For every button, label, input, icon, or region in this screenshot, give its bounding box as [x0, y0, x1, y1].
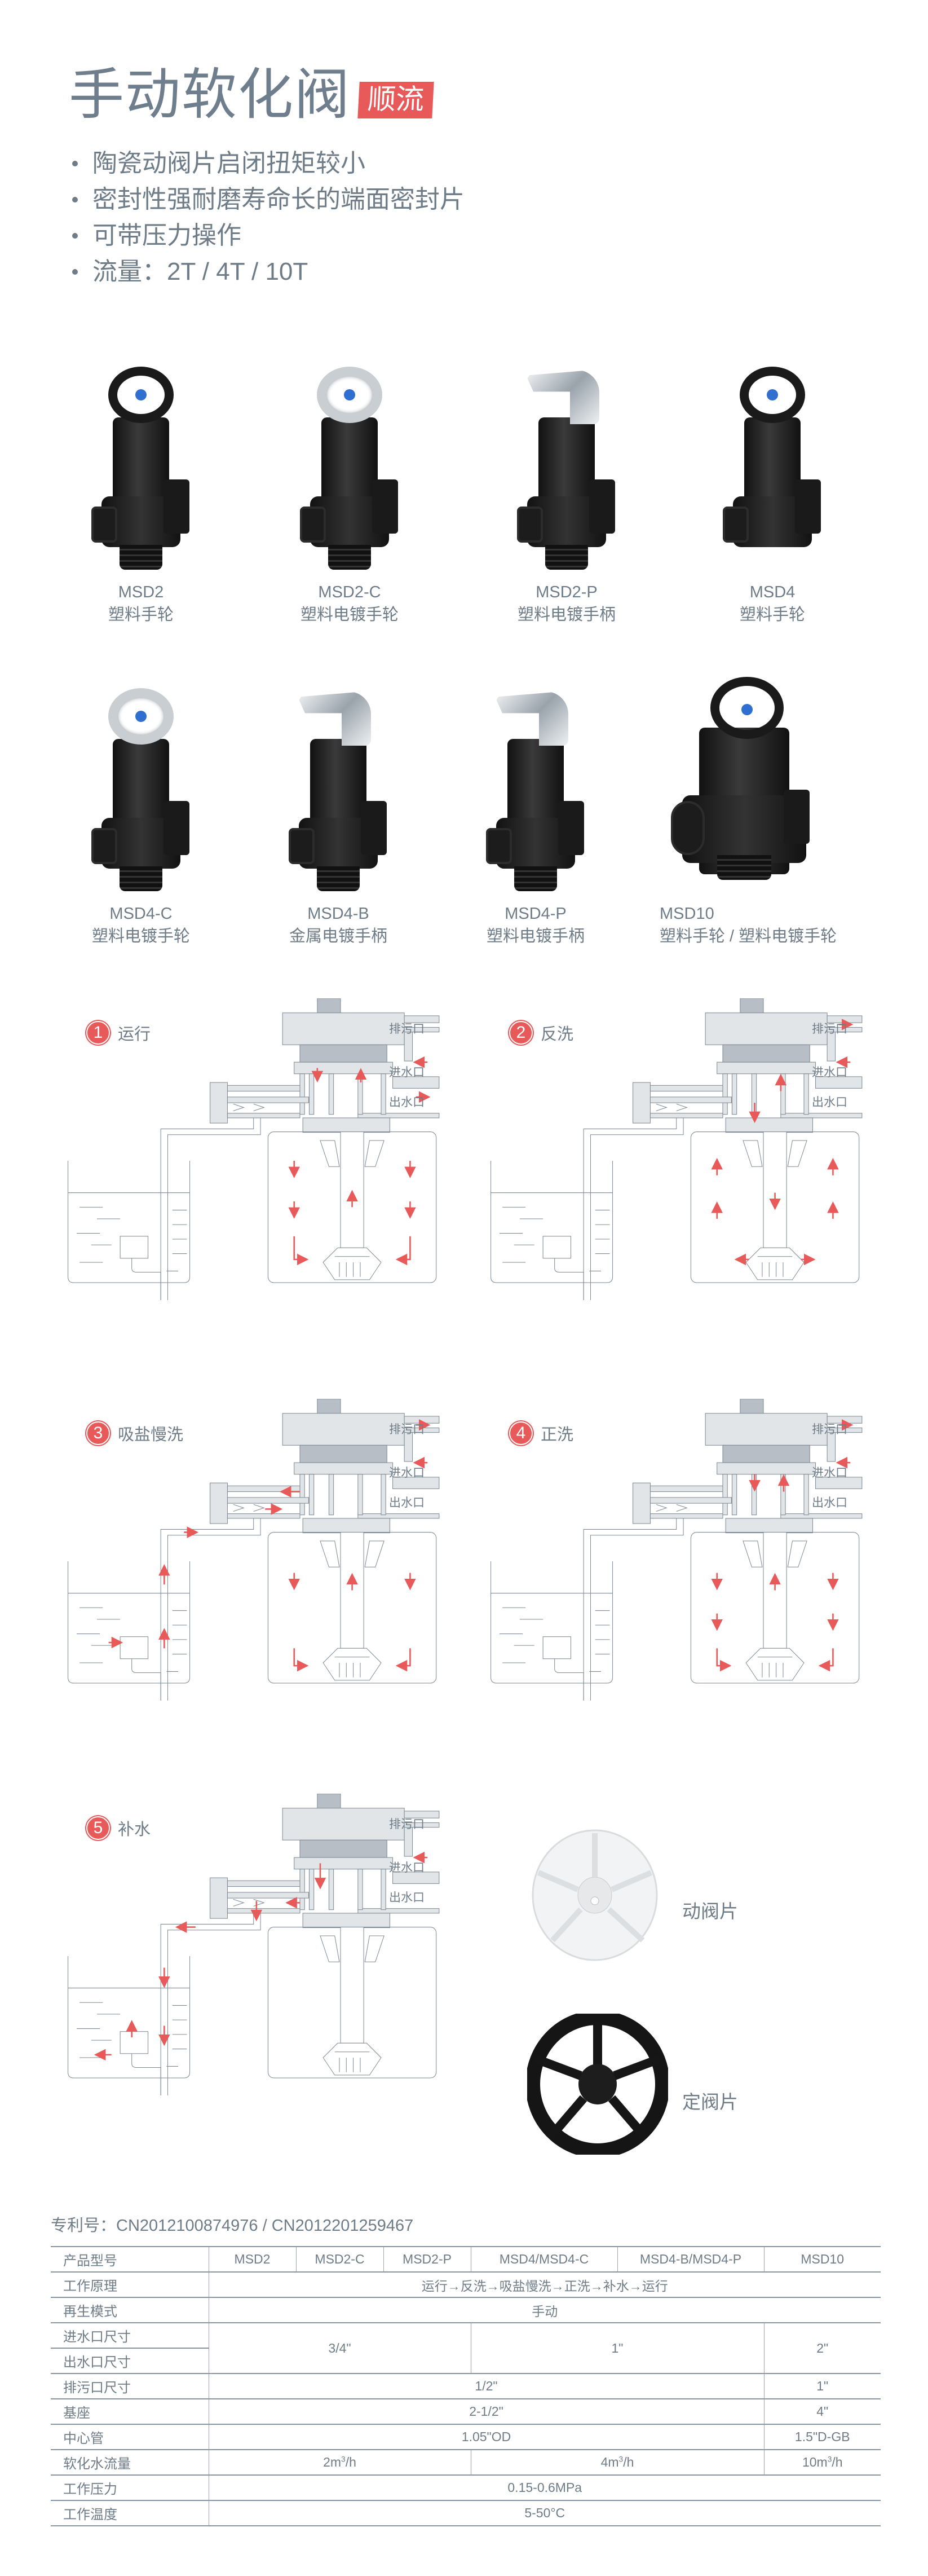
feature-item: 可带压力操作	[72, 218, 465, 254]
step-number-badge: 2	[509, 1021, 533, 1045]
diagram-refill: 5 补水 排污口 进水口 出水口	[56, 1794, 462, 2177]
inlet-port-label: 进水口	[389, 1066, 425, 1079]
chrome-lever-icon	[298, 692, 371, 746]
inlet-port-label: 进水口	[389, 1467, 425, 1479]
table-row: 排污口尺寸 1/2" 1"	[51, 2373, 881, 2399]
bullet-icon	[72, 233, 78, 239]
page-title: 手动软化阀	[69, 63, 351, 125]
valve-image	[254, 666, 423, 902]
feature-item: 陶瓷动阀片启闭扭矩较小	[72, 146, 465, 182]
outlet-port-label: 出水口	[389, 1096, 425, 1109]
table-row: 产品型号 MSD2 MSD2-C MSD2-P MSD4/MSD4-C MSD4…	[51, 2246, 881, 2273]
product-desc: 塑料手轮 / 塑料电镀手轮	[660, 927, 837, 945]
valve-image	[56, 666, 226, 902]
step-number-badge: 5	[86, 1816, 110, 1840]
diagram-fast-rinse: 4 正洗 排污口 进水口 出水口	[479, 1399, 885, 1782]
step-number-badge: 3	[86, 1421, 110, 1445]
step-label: 4 正洗	[509, 1421, 573, 1445]
feature-list: 陶瓷动阀片启闭扭矩较小 密封性强耐磨寿命长的端面密封片 可带压力操作 流量：2T…	[72, 146, 465, 290]
product-card-msd10: MSD10 塑料手轮 / 塑料电镀手轮	[660, 666, 885, 948]
drain-port-label: 排污口	[389, 1023, 425, 1036]
product-model: MSD2-C	[318, 583, 381, 601]
product-model: MSD2-P	[536, 583, 598, 601]
feature-item: 密封性强耐磨寿命长的端面密封片	[72, 182, 465, 218]
inlet-port-label: 进水口	[812, 1467, 847, 1479]
drain-port-label: 排污口	[389, 1818, 425, 1831]
product-model: MSD4-B	[307, 905, 369, 923]
bullet-icon	[72, 197, 78, 202]
table-row: 工作温度 5-50°C	[51, 2500, 881, 2526]
step-label: 2 反洗	[509, 1021, 573, 1045]
product-desc: 塑料手轮	[108, 606, 174, 624]
step-label: 5 补水	[86, 1816, 151, 1840]
outlet-port-label: 出水口	[389, 1496, 425, 1509]
product-desc: 塑料电镀手轮	[91, 927, 190, 945]
step-label: 1 运行	[86, 1021, 151, 1045]
outlet-port-label: 出水口	[812, 1496, 847, 1509]
product-model: MSD4	[749, 583, 796, 601]
product-model: MSD2	[118, 583, 164, 601]
product-card-msd4-p: MSD4-P 塑料电镀手柄	[451, 666, 620, 948]
product-card-msd4-b: MSD4-B 金属电镀手柄	[254, 666, 423, 948]
inlet-port-label: 进水口	[812, 1066, 847, 1079]
product-model: MSD4-P	[505, 905, 567, 923]
feature-item: 流量：2T / 4T / 10T	[72, 254, 465, 290]
product-model: MSD4-C	[109, 905, 173, 923]
product-model: MSD10	[660, 905, 714, 923]
table-row: 再生模式 手动	[51, 2297, 881, 2323]
product-desc: 塑料电镀手柄	[517, 606, 616, 624]
valve-image	[482, 344, 651, 581]
moving-disc-label: 动阀片	[682, 1901, 738, 1922]
outlet-port-label: 出水口	[389, 1891, 425, 1904]
product-card-msd2: MSD2 塑料手轮	[56, 344, 226, 626]
valve-image	[660, 666, 885, 902]
bullet-icon	[72, 161, 78, 166]
product-desc: 塑料电镀手轮	[300, 606, 399, 624]
table-row: 进水口尺寸 3/4" 1" 2"	[51, 2322, 881, 2374]
product-card-msd2-c: MSD2-C 塑料电镀手轮	[265, 344, 434, 626]
valve-image	[56, 344, 226, 581]
table-row: 出水口尺寸	[51, 2348, 881, 2374]
bullet-icon	[72, 269, 78, 275]
product-desc: 金属电镀手柄	[289, 927, 387, 945]
table-row: 中心管 1.05"OD 1.5"D-GB	[51, 2424, 881, 2450]
fixed-disc-label: 定阀片	[682, 2091, 738, 2112]
product-desc: 塑料电镀手柄	[486, 927, 585, 945]
drain-port-label: 排污口	[389, 1423, 425, 1436]
flow-type-badge: 顺流	[357, 82, 434, 118]
diagram-brine-slow-rinse: 3 吸盐慢洗 排污口 进水口 出水口	[56, 1399, 462, 1782]
moving-disc-image	[530, 1828, 660, 1963]
product-card-msd2-p: MSD2-P 塑料电镀手柄	[482, 344, 651, 626]
step-label: 3 吸盐慢洗	[86, 1421, 183, 1445]
valve-image	[451, 666, 620, 902]
chrome-lever-icon	[495, 692, 568, 746]
fixed-disc-image	[525, 2010, 670, 2158]
inlet-port-label: 进水口	[389, 1861, 425, 1874]
spec-table: 产品型号 MSD2 MSD2-C MSD2-P MSD4/MSD4-C MSD4…	[51, 2246, 881, 2526]
step-number-badge: 1	[86, 1021, 110, 1045]
drain-port-label: 排污口	[812, 1023, 847, 1036]
chrome-lever-icon	[526, 370, 599, 424]
valve-image	[688, 344, 857, 581]
table-row: 软化水流量 2m3/h 4m3/h 10m3/h	[51, 2449, 881, 2476]
outlet-port-label: 出水口	[812, 1096, 847, 1109]
diagram-backwash: 2 反洗 排污口 进水口 出水口	[479, 998, 885, 1382]
table-row: 工作压力 0.15-0.6MPa	[51, 2474, 881, 2501]
product-card-msd4: MSD4 塑料手轮	[688, 344, 857, 626]
step-number-badge: 4	[509, 1421, 533, 1445]
patent-number: 专利号：CN2012100874976 / CN2012201259467	[51, 2217, 414, 2235]
page-header: 手动软化阀 顺流	[69, 63, 434, 125]
table-row: 工作原理 运行→反洗→吸盐慢洗→正洗→补水→运行	[51, 2271, 881, 2298]
table-row: 基座 2-1/2" 4"	[51, 2398, 881, 2425]
valve-image	[265, 344, 434, 581]
product-card-msd4-c: MSD4-C 塑料电镀手轮	[56, 666, 226, 948]
drain-port-label: 排污口	[812, 1423, 847, 1436]
diagram-service: 1 运行 排污口 进水口 出水口	[56, 998, 462, 1382]
product-desc: 塑料手轮	[739, 606, 805, 624]
